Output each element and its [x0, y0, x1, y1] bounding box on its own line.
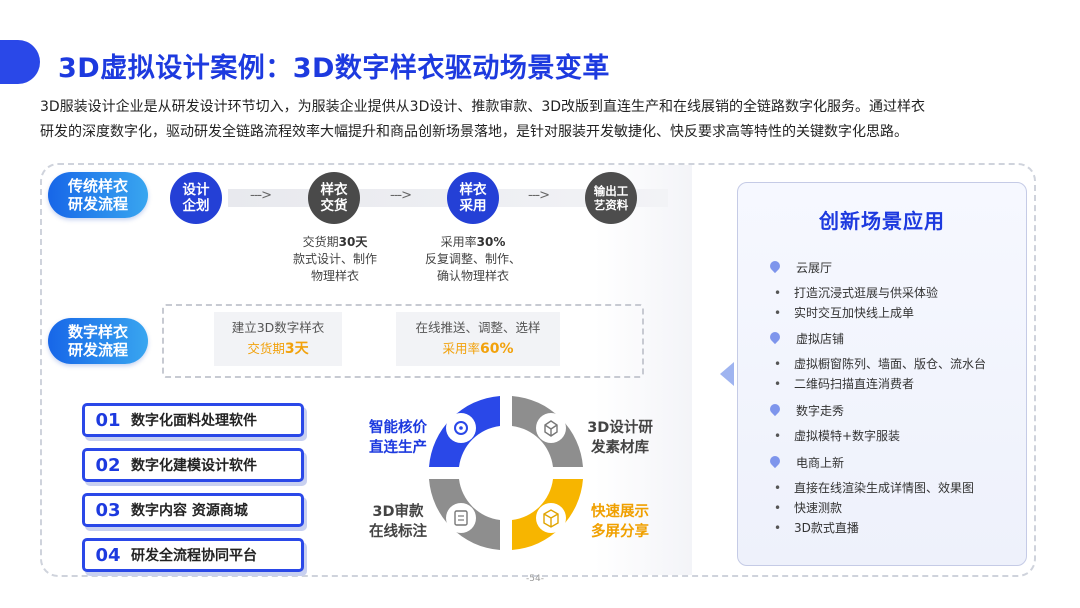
- feature-ring: [429, 396, 583, 550]
- software-item-03: 03 数字内容 资源商城: [82, 493, 304, 527]
- delivery-note-line2: 款式设计、制作: [292, 252, 377, 266]
- intro-line-2: 研发的深度数字化，驱动研发全链路流程效率大幅提升和商品创新场景落地，是针对服装开…: [40, 124, 908, 140]
- document-icon: [446, 503, 476, 533]
- ring-label-share-line2: 多屏分享: [591, 524, 649, 540]
- bullet-item: •二维码扫描直连消费者: [774, 377, 915, 391]
- software-num-04: 04: [95, 544, 121, 566]
- software-text-04: 研发全流程协同平台: [131, 548, 257, 564]
- ring-label-pricing-line1: 智能核价: [369, 420, 427, 436]
- category-virtual-store: 虚拟店铺: [796, 332, 845, 346]
- digital-flow-box: [162, 304, 644, 378]
- target-icon: [446, 413, 476, 443]
- digital-tile-online-push: 在线推送、调整、选样 采用率60%: [396, 312, 560, 366]
- software-text-01: 数字化面料处理软件: [131, 413, 257, 429]
- flow-arrow-1: --->: [250, 188, 272, 203]
- ring-label-material-line2: 发素材库: [591, 440, 649, 456]
- digital-flow-label: 数字样衣 研发流程: [48, 318, 148, 364]
- content-frame: [40, 163, 1036, 577]
- step-4-line2: 艺资料: [593, 198, 629, 212]
- digital-tile-build-sample: 建立3D数字样衣 交货期3天: [214, 312, 342, 366]
- ring-label-share-line1: 快速展示: [591, 504, 649, 520]
- bullet-item: •虚拟橱窗陈列、墙面、版仓、流水台: [774, 357, 987, 371]
- software-num-03: 03: [95, 499, 121, 521]
- software-text-02: 数字化建模设计软件: [131, 458, 257, 474]
- tile-2-title: 在线推送、调整、选样: [415, 320, 541, 335]
- delivery-note-line1: 交货期30天: [302, 235, 368, 249]
- tile-1-highlight: 交货期3天: [247, 341, 309, 357]
- ring-label-material-line1: 3D设计研: [587, 420, 653, 436]
- ring-label-share: 快速展示 多屏分享: [584, 502, 656, 542]
- ring-label-material-lib: 3D设计研 发素材库: [580, 418, 660, 458]
- innovation-card: [737, 182, 1027, 566]
- ring-label-review-line1: 3D审款: [372, 504, 424, 520]
- software-item-01: 01 数字化面料处理软件: [82, 403, 304, 437]
- adoption-note: 采用率30% 反复调整、制作、 确认物理样衣: [408, 234, 538, 285]
- adoption-note-line2: 反复调整、制作、: [424, 252, 521, 266]
- adoption-note-line1: 采用率30%: [440, 235, 506, 249]
- category-ecommerce: 电商上新: [796, 456, 845, 470]
- ring-label-pricing: 智能核价 直连生产: [362, 418, 434, 458]
- step-3-line1: 样衣: [459, 182, 487, 198]
- flow-arrow-3: --->: [528, 188, 550, 203]
- traditional-label-line2: 研发流程: [67, 195, 128, 213]
- page-number: -54-: [526, 574, 544, 584]
- ring-label-pricing-line2: 直连生产: [369, 440, 427, 456]
- delivery-note-line3: 物理样衣: [310, 269, 359, 283]
- category-cloud-hall: 云展厅: [796, 261, 833, 275]
- bullet-item: •打造沉浸式逛展与供采体验: [774, 286, 939, 300]
- step-4-line1: 输出工: [593, 184, 629, 198]
- step-sample-delivery: 样衣 交货: [308, 172, 360, 224]
- title-accent-tab: [0, 40, 40, 84]
- bullet-item: •直接在线渲染生成详情图、效果图: [774, 481, 975, 495]
- step-sample-adoption: 样衣 采用: [447, 172, 499, 224]
- step-output-craft-data: 输出工 艺资料: [585, 172, 637, 224]
- adoption-note-line3: 确认物理样衣: [436, 269, 509, 283]
- category-digital-show: 数字走秀: [796, 404, 845, 418]
- step-1-line1: 设计: [182, 182, 210, 198]
- bullet-item: •3D款式直播: [774, 521, 859, 535]
- ring-label-review-line2: 在线标注: [369, 524, 427, 540]
- bullet-item: •快速测款: [774, 501, 843, 515]
- box-icon: [536, 503, 566, 533]
- software-num-02: 02: [95, 454, 121, 476]
- step-3-line2: 采用: [459, 198, 487, 214]
- tile-2-highlight: 采用率60%: [442, 341, 514, 357]
- delivery-note: 交货期30天 款式设计、制作 物理样衣: [270, 234, 400, 285]
- digital-label-line2: 研发流程: [67, 341, 128, 359]
- step-1-line2: 企划: [182, 198, 210, 214]
- step-design-planning: 设计 企划: [170, 172, 222, 224]
- bullet-item: •虚拟模特+数字服装: [774, 429, 901, 443]
- connector-chevron-icon: [720, 362, 734, 386]
- software-text-03: 数字内容 资源商城: [131, 503, 248, 519]
- tile-1-title: 建立3D数字样衣: [231, 320, 325, 335]
- flow-arrow-2: --->: [390, 188, 412, 203]
- cube-icon: [536, 413, 566, 443]
- software-item-02: 02 数字化建模设计软件: [82, 448, 304, 482]
- intro-paragraph: 3D服装设计企业是从研发设计环节切入，为服装企业提供从3D设计、推款审款、3D改…: [40, 95, 1040, 145]
- page-title: 3D虚拟设计案例：3D数字样衣驱动场景变革: [58, 53, 610, 84]
- digital-label-line1: 数字样衣: [67, 323, 128, 341]
- software-num-01: 01: [95, 409, 121, 431]
- ring-label-review: 3D审款 在线标注: [362, 502, 434, 542]
- traditional-flow-label: 传统样衣 研发流程: [48, 172, 148, 218]
- bullet-item: •实时交互加快线上成单: [774, 306, 915, 320]
- step-2-line2: 交货: [320, 198, 348, 214]
- traditional-label-line1: 传统样衣: [67, 177, 128, 195]
- software-item-04: 04 研发全流程协同平台: [82, 538, 304, 572]
- step-2-line1: 样衣: [320, 182, 348, 198]
- innovation-title: 创新场景应用: [819, 209, 945, 233]
- intro-line-1: 3D服装设计企业是从研发设计环节切入，为服装企业提供从3D设计、推款审款、3D改…: [40, 99, 926, 115]
